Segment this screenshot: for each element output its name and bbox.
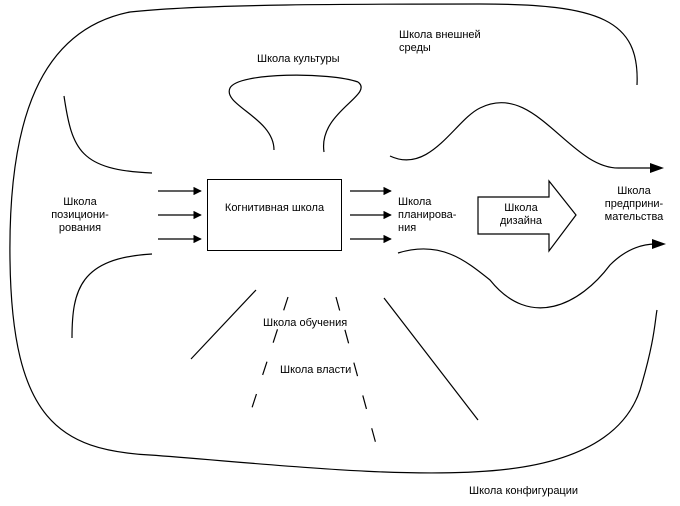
cognitive-school-box: Когнитивная школа: [207, 179, 342, 251]
entrepreneurial-school-label: Школа предприни- мательства: [604, 185, 664, 223]
positioning-school-label: Школа позициони- рования: [51, 196, 109, 234]
ray-1: [190, 289, 257, 360]
ray-3: [335, 296, 377, 445]
external-environment-school-label: Школа внешней среды: [399, 29, 481, 54]
culture-school-label: Школа культуры: [257, 53, 340, 65]
wave-top-head: [650, 163, 664, 173]
culture-funnel-right: [323, 81, 362, 153]
cognitive-school-label: Когнитивная школа: [224, 202, 325, 214]
ray-2: [247, 296, 289, 421]
wave-bottom: [397, 243, 657, 309]
power-school-label: Школа власти: [280, 364, 352, 376]
configuration-outline: [9, 3, 658, 474]
planning-school-label: Школа планирова- ния: [398, 196, 457, 234]
positioning-curve-top: [63, 95, 153, 174]
learning-school-label: Школа обучения: [263, 317, 348, 329]
positioning-curve-bottom: [71, 253, 153, 339]
design-school-label: Школа дизайна: [499, 202, 543, 227]
ray-4: [383, 297, 479, 421]
wave-bottom-head: [652, 239, 666, 249]
design-block-arrow: [477, 179, 577, 253]
configuration-school-label: Школа конфигурации: [469, 485, 579, 497]
wave-top: [389, 101, 656, 169]
culture-funnel-left: [228, 74, 359, 151]
